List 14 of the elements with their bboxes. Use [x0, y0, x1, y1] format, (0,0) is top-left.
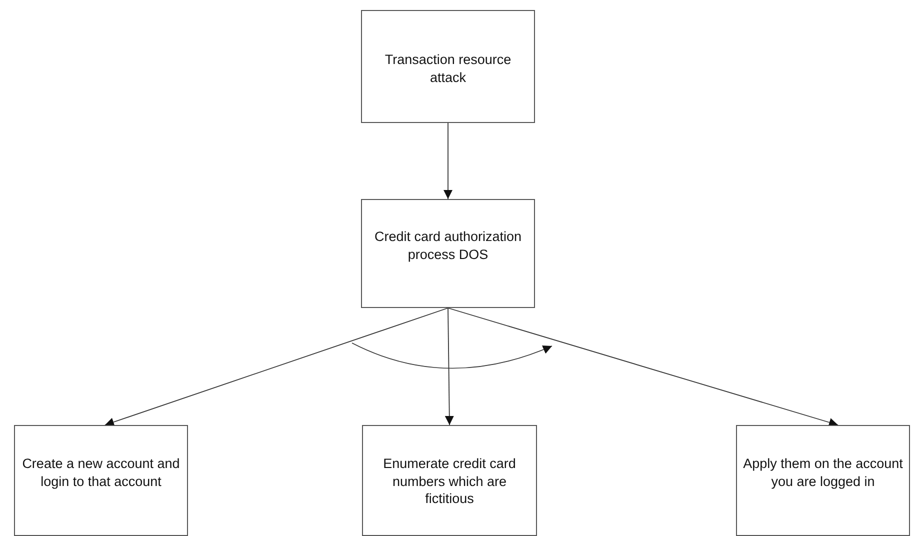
arrow [444, 308, 454, 426]
process-box [361, 10, 535, 123]
box-text: Transaction resource attack [384, 51, 512, 86]
box-text: Apply them on the account you are logged in [742, 455, 904, 490]
process-box [736, 425, 910, 536]
arrow [448, 308, 838, 427]
process-box [14, 425, 188, 536]
arrow [444, 122, 452, 200]
process-box [361, 199, 535, 308]
box-text: Create a new account and login to that account [21, 455, 181, 490]
box-text: Enumerate credit card numbers which are fictitious [382, 455, 517, 508]
box-text: Credit card authorization process DOS [373, 228, 523, 264]
process-box [362, 425, 537, 536]
arrow [104, 308, 448, 426]
